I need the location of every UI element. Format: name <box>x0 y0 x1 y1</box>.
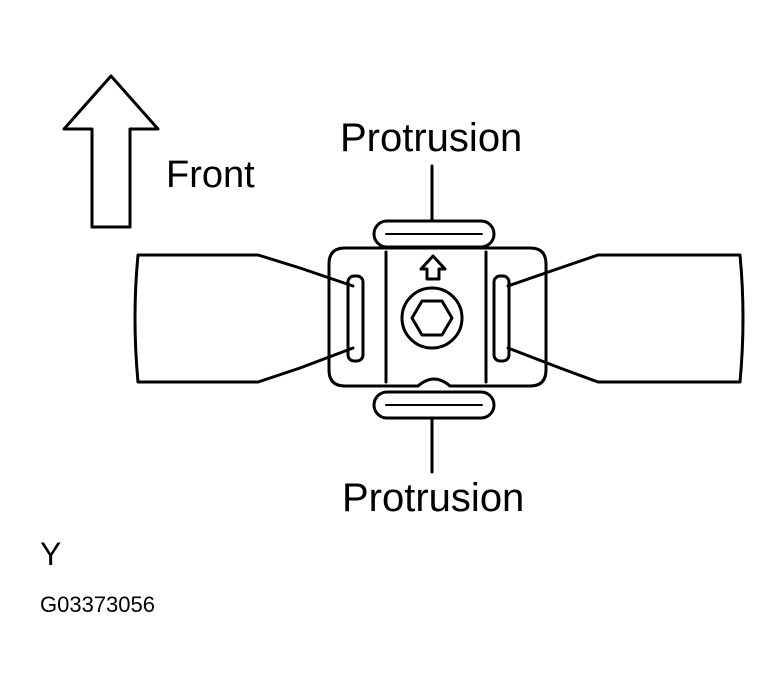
protrusion-top-label: Protrusion <box>340 116 523 160</box>
left-belt <box>133 253 355 384</box>
front-label: Front <box>166 154 255 196</box>
right-slot <box>492 274 511 363</box>
bottom-protrusion <box>372 390 496 420</box>
top-protrusion <box>372 219 496 249</box>
protrusion-bottom-label: Protrusion <box>342 476 525 520</box>
direction-arrow-icon <box>419 254 447 281</box>
buckle-plate <box>327 246 548 388</box>
figure-code: G03373056 <box>40 592 155 617</box>
view-label: Y <box>40 536 62 572</box>
left-slot <box>346 274 365 363</box>
hex-bolt-icon <box>410 299 454 337</box>
right-belt <box>506 253 745 384</box>
bolt-washer <box>400 286 464 350</box>
front-arrow-icon <box>62 74 160 229</box>
